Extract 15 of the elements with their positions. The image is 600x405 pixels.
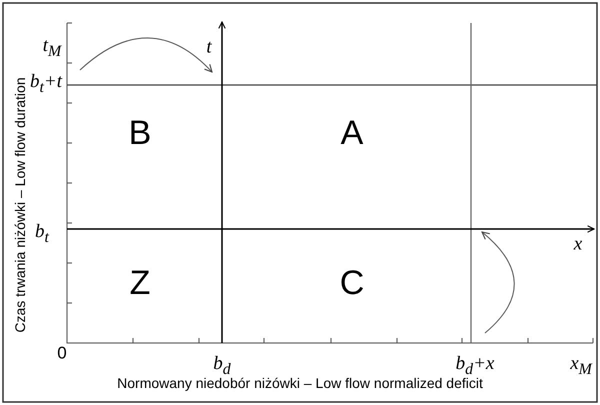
axis-title: Czas trwania niżówki – Low flow duration xyxy=(13,77,27,333)
region-label: B xyxy=(128,116,152,150)
axis-value-label: b$_{t}$+t xyxy=(30,72,62,96)
tick-label: 0 xyxy=(57,344,67,362)
axis-label: t xyxy=(206,38,212,56)
axis-title: Normowany niedobór niżówki – Low flow normalized deficit xyxy=(117,376,483,390)
tick-label: b$_{d}$+x xyxy=(456,354,494,378)
axis-label: x xyxy=(574,234,582,254)
axis-value-label: t$_{M}$ xyxy=(42,36,62,60)
region-label: C xyxy=(340,266,364,300)
tick-label: b$_{d}$ xyxy=(213,354,231,378)
tick-label: x$_{M}$ xyxy=(570,354,592,378)
region-label: Z xyxy=(130,266,150,300)
axis-value-label: b$_{t}$ xyxy=(35,222,49,246)
region-label: A xyxy=(340,116,364,150)
